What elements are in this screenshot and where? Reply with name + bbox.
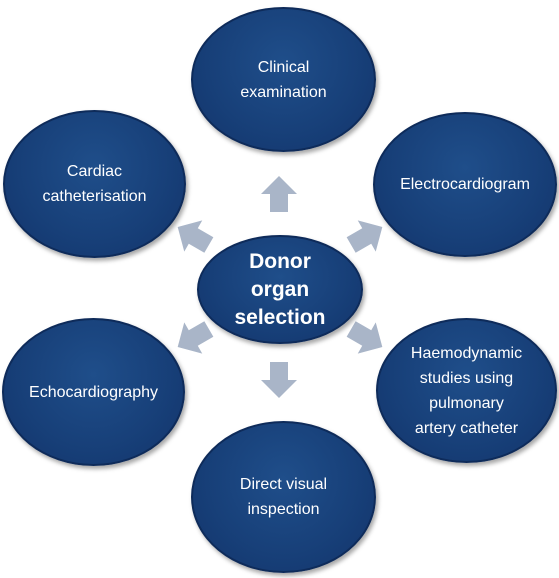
- arrow-to-echocardiography: [177, 321, 214, 354]
- arrow-to-electrocardiogram: [346, 220, 383, 253]
- node-label: Direct visual inspection: [239, 476, 328, 518]
- node-clinical-examination: Clinical examination: [191, 7, 376, 152]
- block-arrow-icon: [346, 220, 383, 253]
- node-echocardiography: Echocardiography: [2, 318, 185, 466]
- block-arrow-icon: [346, 321, 383, 354]
- arrow-to-cardiac-catheterisation: [177, 220, 214, 253]
- node-label: Echocardiography: [29, 383, 158, 401]
- arrow-to-clinical-examination: [261, 176, 297, 212]
- node-haemodynamic-studies: Haemodynamic studies using pulmonary art…: [376, 318, 557, 463]
- node-label: Clinical examination: [240, 58, 327, 101]
- block-arrow-icon: [261, 362, 297, 398]
- node-label: Haemodynamic studies using pulmonary art…: [410, 344, 523, 437]
- arrow-to-direct-visual-inspection: [261, 362, 297, 398]
- arrow-to-haemodynamic-studies: [346, 321, 383, 354]
- block-arrow-icon: [177, 220, 214, 253]
- block-arrow-icon: [177, 321, 214, 354]
- node-donor-organ-selection: Donor organ selection: [197, 235, 363, 344]
- center-label: Donor organ selection: [234, 249, 326, 329]
- block-arrow-icon: [261, 176, 297, 212]
- node-label: Cardiac catheterisation: [42, 163, 147, 205]
- node-electrocardiogram: Electrocardiogram: [373, 112, 557, 257]
- node-cardiac-catheterisation: Cardiac catheterisation: [3, 110, 186, 258]
- node-label: Electrocardiogram: [400, 176, 530, 193]
- node-direct-visual-inspection: Direct visual inspection: [191, 421, 376, 573]
